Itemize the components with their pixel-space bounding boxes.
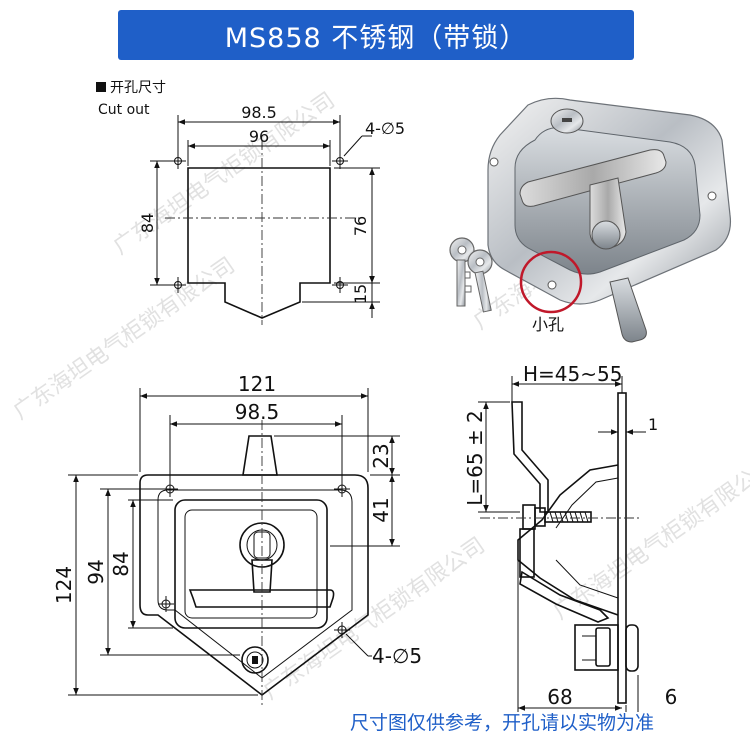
mount-hole (489, 157, 499, 167)
title-banner: MS858 不锈钢（带锁） (118, 10, 634, 60)
front-keyhole-icon (252, 656, 258, 664)
front-lock-cylinder (241, 646, 269, 674)
side-thread-marks (549, 511, 589, 523)
front-flange-inner (157, 489, 353, 679)
footer-note: 尺寸图仅供参考，开孔请以实物为准 (350, 712, 655, 734)
cutout-heading-en: Cut out (98, 102, 150, 118)
side-handle-arm (511, 401, 549, 513)
cutout-holes (170, 153, 348, 293)
side-flange (617, 392, 627, 704)
side-view: H=45~55 L=65 ± 2 1 68 6 (463, 362, 677, 712)
side-cam-block (519, 528, 535, 578)
product-title: MS858 不锈钢（带锁） (224, 22, 528, 54)
heading-square-icon (96, 82, 106, 92)
side-flange-width: 6 (665, 685, 678, 709)
front-handle-top: 23 (369, 443, 393, 468)
watermark-text: 广东海坦电气柜锁有限公司 (9, 253, 240, 425)
cutout-view: 开孔尺寸 Cut out 98.5 96 (96, 80, 405, 325)
keyhole-icon (562, 118, 572, 122)
cutout-width-inner: 96 (249, 127, 269, 146)
small-hole-label: 小孔 (532, 315, 564, 334)
latch-tab (609, 277, 647, 343)
t-handle-bar (519, 149, 667, 207)
front-height-overall: 124 (52, 566, 76, 604)
front-t-handle (188, 589, 335, 608)
keys-icon (449, 237, 493, 313)
front-width-holes: 98.5 (235, 400, 280, 424)
mount-hole (707, 191, 717, 201)
watermark-text: 广东海坦电气柜锁有限公司 (259, 533, 490, 705)
cutout-holes-label: 4-∅5 (365, 119, 405, 138)
front-flange-outline (139, 474, 369, 697)
cutout-height-right: 76 (351, 216, 370, 236)
front-height-94: 94 (84, 559, 108, 584)
side-thickness: 1 (648, 415, 658, 434)
cutout-height-left: 84 (138, 213, 157, 233)
side-washer (534, 507, 546, 527)
side-lock-body (574, 624, 619, 671)
side-h-range: H=45~55 (523, 362, 622, 386)
handle-hub (591, 220, 621, 250)
small-hole-callout-ring (519, 250, 583, 314)
front-upper-depth: 41 (369, 497, 393, 522)
cutout-outline (187, 167, 331, 319)
side-cam-lever (519, 570, 610, 623)
front-pan-inner (184, 509, 318, 619)
side-l-value: L=65 ± 2 (463, 410, 487, 506)
front-view: 121 98.5 23 41 124 94 84 (52, 372, 422, 705)
front-holes-label: 4-∅5 (372, 644, 422, 668)
side-lock-face (625, 624, 639, 672)
front-pan-outer (174, 499, 328, 629)
front-handle-stub (242, 435, 278, 476)
cutout-width-outer: 98.5 (241, 103, 277, 122)
side-pan-body (517, 464, 619, 616)
side-nut (522, 504, 536, 530)
front-width-overall: 121 (238, 372, 276, 396)
cutout-heading-cn: 开孔尺寸 (110, 80, 166, 96)
side-depth: 68 (547, 685, 572, 709)
mount-hole (547, 280, 557, 290)
product-photo: 小孔 (449, 97, 732, 343)
front-height-84: 84 (109, 551, 133, 576)
cutout-tab-height: 15 (351, 284, 370, 304)
